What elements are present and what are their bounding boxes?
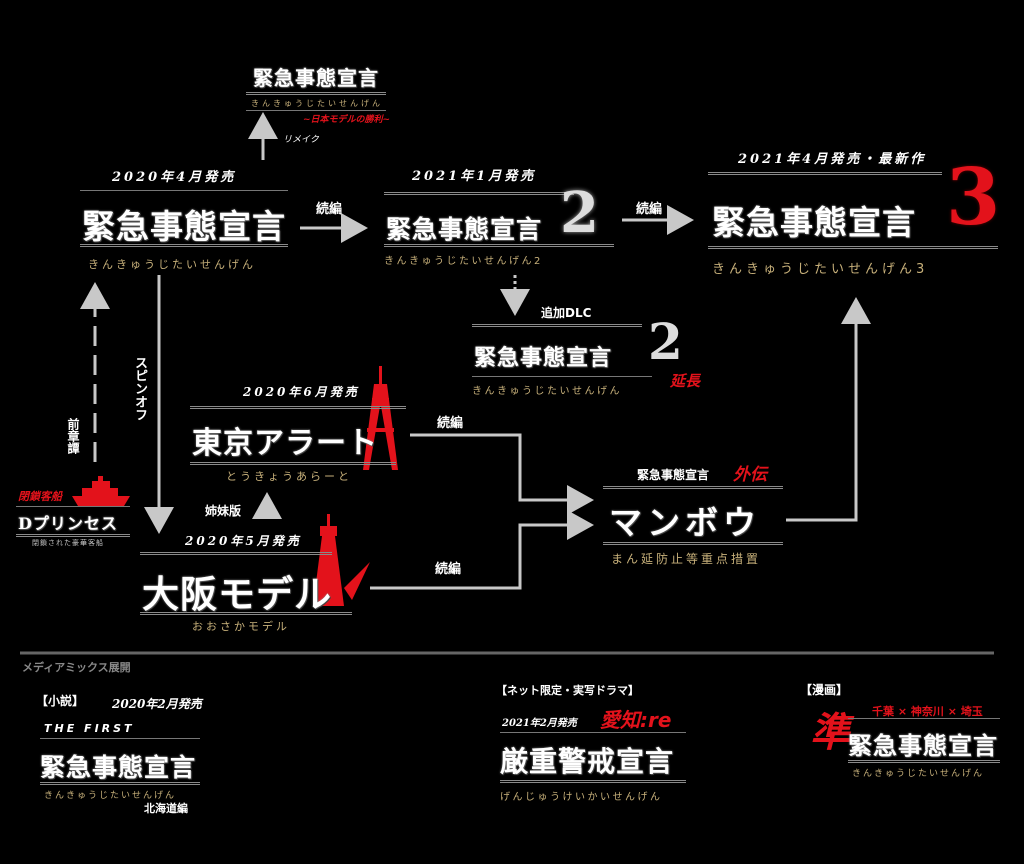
novel-pre: THE FIRST — [44, 722, 135, 735]
dprincess-tag: 閉鎖客船 — [18, 490, 62, 503]
drama-subtitle: げんじゅうけいかいせんげん — [500, 792, 663, 803]
second-node: 緊急事態宣言 2 きんきゅうじたいせんげん2 — [384, 180, 614, 268]
sister-label: 姉妹版 — [205, 504, 242, 518]
manbou-node: 緊急事態宣言 外伝 マンボウ まん延防止等重点措置 — [603, 460, 783, 570]
remake-tagline: ~日本モデルの勝利~ — [303, 115, 391, 125]
remake-link-label: リメイク — [283, 135, 319, 145]
tokyo-date: 2020年6月発売 — [243, 385, 360, 399]
third-subtitle: きんきゅうじたいせんげん3 — [712, 262, 929, 277]
novel-subtitle: きんきゅうじたいせんげん — [44, 791, 177, 801]
tokyo-manbou-arrow — [410, 433, 594, 515]
dprincess-logo: Dプリンセス — [18, 514, 118, 533]
prequel-label: 前章譚 — [66, 418, 80, 454]
osaka-logo: 大阪モデル — [142, 572, 332, 616]
dlc-logo: 緊急事態宣言 — [474, 345, 613, 371]
cruise-ship-icon — [72, 476, 130, 506]
manga-logo: 緊急事態宣言 — [848, 731, 998, 760]
manga-subtitle: きんきゅうじたいせんげん — [852, 769, 985, 779]
spinoff-label: スピンオフ — [132, 356, 147, 421]
dprincess-node: Dプリンセス 閉鎖された豪華客船 — [16, 506, 130, 547]
novel-date: 2020年2月発売 — [112, 697, 202, 711]
osaka-date: 2020年5月発売 — [185, 534, 302, 548]
third-date: 2021年4月発売・最新作 — [738, 152, 927, 167]
sequel-label-4: 続編 — [435, 562, 462, 577]
osaka-node: 大阪モデル おおさかモデル — [140, 550, 372, 636]
first-subtitle: きんきゅうじたいせんげん — [88, 258, 256, 271]
tokyo-tower-icon — [363, 366, 398, 470]
first-date: 2020年4月発売 — [112, 170, 237, 185]
second-number: 2 — [560, 180, 599, 246]
novel-logo: 緊急事態宣言 — [40, 753, 197, 782]
drama-logo: 厳重警戒宣言 — [500, 745, 675, 778]
media-heading: メディアミックス展開 — [22, 661, 131, 674]
dprincess-subtitle: 閉鎖された豪華客船 — [32, 539, 104, 547]
second-date: 2021年1月発売 — [412, 169, 537, 184]
dlc-node: 緊急事態宣言 2 延長 きんきゅうじたいせんげん — [472, 312, 702, 400]
drama-date: 2021年2月発売 — [502, 718, 577, 729]
third-node: 緊急事態宣言 3 きんきゅうじたいせんげん3 — [708, 152, 1000, 278]
remake-node: 緊急事態宣言 きんきゅうじたいせんげん ~日本モデルの勝利~ — [246, 62, 390, 125]
manbou-subtitle: まん延防止等重点措置 — [611, 552, 762, 566]
novel-edition: 北海道編 — [144, 802, 188, 815]
manbou-third-arrow — [786, 297, 871, 522]
dlc-label: 追加DLC — [541, 306, 592, 320]
third-number: 3 — [946, 152, 1001, 243]
remake-subtitle: きんきゅうじたいせんげん — [251, 99, 383, 108]
sequel-label-3: 続編 — [437, 416, 464, 431]
dlc-number: 2 — [648, 312, 683, 371]
first-logo: 緊急事態宣言 — [82, 207, 286, 246]
tokyo-subtitle: とうきょうあらーと — [226, 470, 352, 483]
manga-node: 緊急事態宣言 きんきゅうじたいせんげん — [848, 718, 1000, 779]
manbou-top: 緊急事態宣言 — [637, 468, 710, 482]
manbou-gaiden: 外伝 — [733, 465, 767, 485]
tokyo-logo: 東京アラート — [192, 426, 378, 461]
novel-tag: 【小説】 — [36, 694, 85, 708]
first-node: 緊急事態宣言 きんきゅうじたいせんげん — [80, 184, 288, 271]
osaka-manbou-arrow — [370, 510, 594, 590]
novel-node: THE FIRST 緊急事態宣言 きんきゅうじたいせんげん 北海道編 — [40, 722, 200, 816]
second-logo: 緊急事態宣言 — [386, 215, 543, 244]
tokyo-node: 東京アラート とうきょうあらーと — [190, 404, 406, 484]
third-logo: 緊急事態宣言 — [712, 203, 916, 242]
drama-tag: 【ネット限定・実写ドラマ】 — [496, 684, 639, 697]
drama-node: 厳重警戒宣言 げんじゅうけいかいせんげん — [500, 730, 686, 804]
dlc-extend: 延長 — [670, 372, 701, 390]
manga-jun: 準 — [810, 709, 851, 756]
sequel-label-1: 続編 — [316, 202, 343, 217]
osaka-subtitle: おおさかモデル — [192, 620, 290, 633]
drama-brand: 愛知:re — [600, 708, 672, 732]
manga-tag: 【漫画】 — [800, 683, 849, 697]
manbou-logo: マンボウ — [609, 503, 761, 542]
manga-prefs: 千葉 × 神奈川 × 埼玉 — [872, 705, 983, 718]
remake-logo: 緊急事態宣言 — [253, 66, 379, 90]
sequel-label-2: 続編 — [636, 202, 663, 217]
second-subtitle: きんきゅうじたいせんげん2 — [384, 256, 543, 267]
dlc-subtitle: きんきゅうじたいせんげん — [472, 386, 622, 397]
